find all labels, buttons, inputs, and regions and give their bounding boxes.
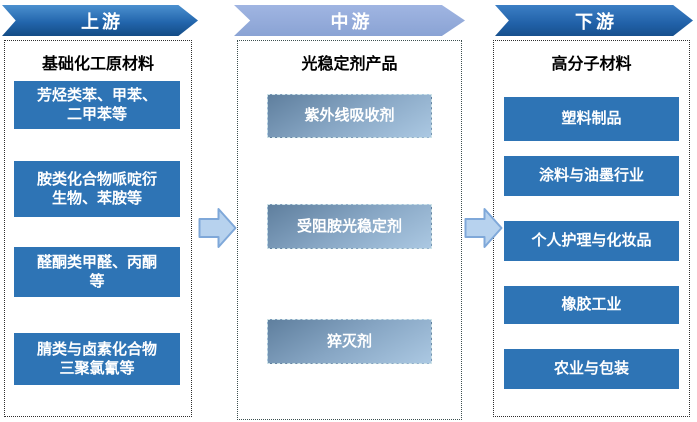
upstream-item-nitriles-halogens: 腈类与卤素化合物三聚氯氰等 [14, 333, 180, 385]
downstream-panel-title: 高分子材料 [551, 56, 632, 73]
downstream-item-agriculture-packaging: 农业与包装 [504, 349, 679, 389]
upstream-item-amines: 胺类化合物哌啶衍生物、苯胺等 [14, 161, 180, 217]
upstream-banner-label: 上游 [81, 11, 123, 32]
midstream-banner: 中游 [234, 5, 465, 36]
flow-arrow-icon [464, 208, 503, 248]
midstream-panel-title: 光稳定剂产品 [301, 56, 398, 73]
upstream-panel-title: 基础化工原材料 [41, 56, 154, 73]
midstream-item-uv-absorber: 紫外线吸收剂 [267, 94, 432, 138]
upstream-item-aromatics: 芳烃类苯、甲苯、二甲苯等 [14, 81, 180, 129]
downstream-banner-label: 下游 [575, 11, 617, 32]
upstream-item-aldehydes-ketones: 醛酮类甲醛、丙酮等 [14, 247, 180, 297]
downstream-panel: 高分子材料 塑料制品 涂料与油墨行业 个人护理与化妆品 橡胶工业 农业与包装 [493, 40, 690, 417]
flow-arrow-icon [198, 208, 237, 248]
downstream-item-plastics: 塑料制品 [504, 97, 679, 141]
downstream-item-rubber: 橡胶工业 [504, 286, 679, 324]
downstream-banner: 下游 [495, 5, 693, 36]
downstream-item-personal-care: 个人护理与化妆品 [504, 221, 679, 261]
midstream-item-hals: 受阻胺光稳定剂 [267, 204, 432, 249]
midstream-panel: 光稳定剂产品 紫外线吸收剂 受阻胺光稳定剂 猝灭剂 [237, 40, 462, 420]
flow-arrow-outline [464, 208, 503, 248]
upstream-banner: 上游 [2, 5, 198, 36]
flow-arrow-outline [198, 208, 237, 248]
upstream-panel: 基础化工原材料 芳烃类苯、甲苯、二甲苯等 胺类化合物哌啶衍生物、苯胺等 醛酮类甲… [4, 40, 192, 417]
midstream-banner-label: 中游 [330, 11, 373, 32]
downstream-item-coatings-ink: 涂料与油墨行业 [504, 156, 679, 196]
midstream-item-quencher: 猝灭剂 [267, 319, 432, 364]
